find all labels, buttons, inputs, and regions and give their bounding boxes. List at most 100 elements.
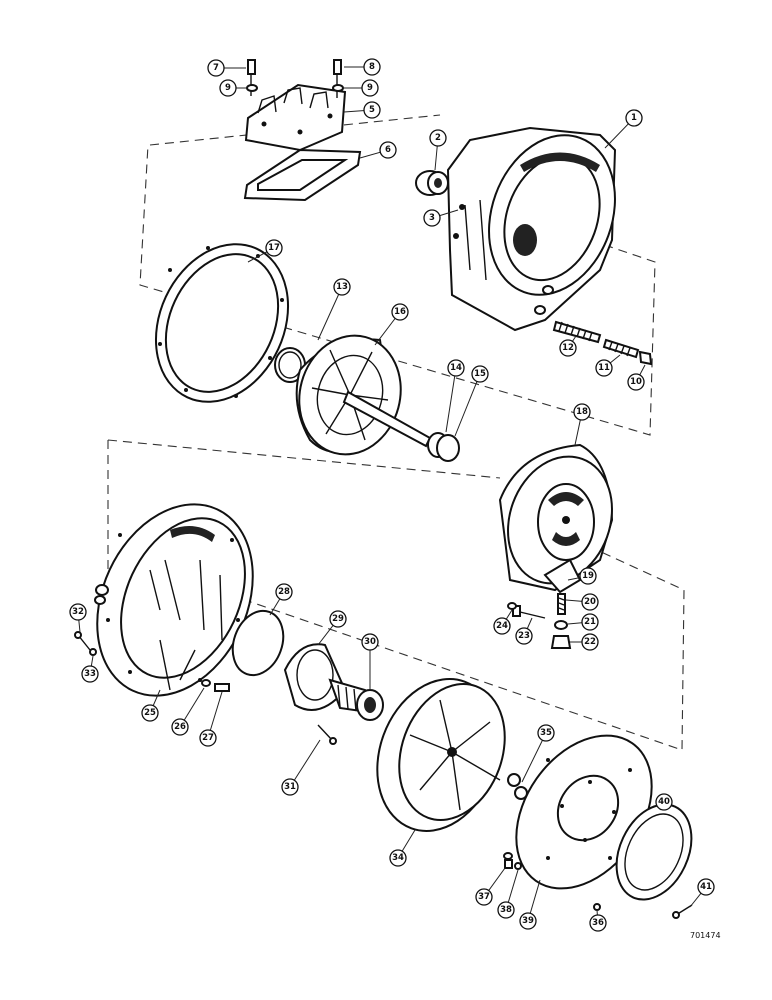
callout-balloon <box>537 724 555 742</box>
callout-leader <box>454 373 481 437</box>
callout-balloon <box>625 109 643 127</box>
callout-21: 21 <box>567 613 599 631</box>
callout-leader <box>445 367 457 433</box>
callout-balloon <box>581 633 599 651</box>
callout-number: 20 <box>584 597 596 607</box>
callout-balloon <box>219 79 237 97</box>
callout-3: 3 <box>423 209 459 227</box>
callout-33: 33 <box>81 655 99 683</box>
callout-number: 14 <box>450 363 462 373</box>
callout-balloon <box>265 239 283 257</box>
converter-housing-part <box>446 126 617 332</box>
callout-36: 36 <box>589 909 607 932</box>
callout-number: 11 <box>598 363 610 373</box>
pump-housing-part <box>498 443 614 594</box>
upper-assembly-boundary <box>139 114 656 436</box>
callout-balloon <box>363 58 381 76</box>
callout-balloon <box>497 901 515 919</box>
callout-10: 10 <box>627 364 646 391</box>
callout-26: 26 <box>171 687 205 736</box>
large-o-ring-part <box>231 609 285 677</box>
callout-number: 23 <box>518 631 530 641</box>
callout-balloon <box>429 129 447 147</box>
callout-number: 16 <box>394 307 406 317</box>
callout-16: 16 <box>374 303 409 346</box>
callout-24: 24 <box>493 609 513 635</box>
callout-balloon <box>475 888 493 906</box>
callout-number: 12 <box>562 343 574 353</box>
valve-spring-plug-part <box>552 320 653 366</box>
pump-fasteners-part <box>507 593 572 649</box>
callout-balloon <box>581 593 599 611</box>
callout-balloon <box>493 617 511 635</box>
callout-number: 31 <box>284 782 296 792</box>
flex-plate-ring-part <box>615 803 693 901</box>
callout-number: 38 <box>500 905 512 915</box>
dowel-pins-part <box>453 204 465 239</box>
callout-30: 30 <box>361 633 379 690</box>
callout-40: 40 <box>655 793 673 811</box>
callout-number: 5 <box>369 105 375 115</box>
callout-balloon <box>329 610 347 628</box>
callout-2: 2 <box>429 129 447 171</box>
callout-31: 31 <box>281 739 321 796</box>
callout-15: 15 <box>454 365 489 437</box>
callout-39: 39 <box>519 879 541 930</box>
converter-cover-part <box>94 503 254 697</box>
callout-number: 29 <box>332 614 344 624</box>
callout-number: 2 <box>435 133 441 143</box>
cover-bolts-part <box>246 59 344 98</box>
callout-balloon <box>361 633 379 651</box>
callout-17: 17 <box>247 239 283 263</box>
callout-number: 9 <box>367 83 373 93</box>
bearing-part <box>415 170 449 196</box>
callout-balloon <box>595 359 613 377</box>
callout-balloon <box>275 583 293 601</box>
callout-balloon <box>697 878 715 896</box>
callout-number: 25 <box>144 708 156 718</box>
callout-number: 10 <box>630 377 642 387</box>
callout-number: 6 <box>385 145 391 155</box>
callout-18: 18 <box>573 403 591 446</box>
callout-34: 34 <box>389 829 416 867</box>
callout-41: 41 <box>689 878 715 908</box>
callout-balloon <box>333 278 351 296</box>
callout-number: 27 <box>202 733 214 743</box>
callout-38: 38 <box>497 869 519 919</box>
cover-gasket-part <box>243 148 362 202</box>
callout-7: 7 <box>207 59 246 77</box>
callout-number: 40 <box>658 797 670 807</box>
callout-balloon <box>579 567 597 585</box>
callout-balloon <box>379 141 397 159</box>
callout-balloon <box>141 704 159 722</box>
callout-number: 26 <box>174 722 186 732</box>
callout-number: 18 <box>576 407 588 417</box>
thrust-washer-part <box>507 773 521 787</box>
callout-balloon <box>471 365 489 383</box>
callout-number: 7 <box>213 63 219 73</box>
callout-balloon <box>361 79 379 97</box>
callout-leader <box>289 739 321 788</box>
turbine-part <box>295 334 432 456</box>
callout-balloon <box>391 303 409 321</box>
callout-number: 41 <box>700 882 712 892</box>
callout-number: 8 <box>369 62 375 72</box>
callout-27: 27 <box>199 691 223 747</box>
callout-12: 12 <box>559 335 577 357</box>
callout-balloon <box>581 613 599 631</box>
callout-balloon <box>573 403 591 421</box>
callout-number: 35 <box>540 728 552 738</box>
drawing-code: 701474 <box>690 931 721 940</box>
stator-fasteners-part <box>201 679 230 692</box>
callout-29: 29 <box>317 610 347 646</box>
cover-part <box>244 83 347 152</box>
callout-balloon <box>423 209 441 227</box>
callout-balloon <box>171 718 189 736</box>
callout-25: 25 <box>141 689 161 722</box>
callout-number: 21 <box>584 617 596 627</box>
callout-leader <box>317 286 343 341</box>
callout-balloon <box>199 729 217 747</box>
callout-number: 39 <box>522 916 534 926</box>
